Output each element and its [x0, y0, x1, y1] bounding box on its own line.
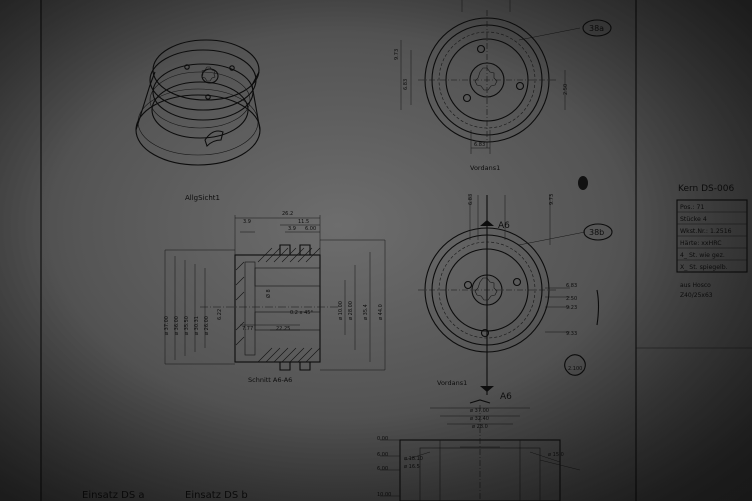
dim-b1: 6.83 [468, 194, 474, 205]
bot-dim-5: ø 16.5 [404, 464, 420, 470]
dim-a2: 6.83 [403, 79, 409, 90]
bot-dim-2: ø 32.40 [470, 416, 489, 422]
sec-dim-right-2: ø 28.00 [348, 301, 354, 320]
sec-dim-misc-4: 0.2 x 45° [290, 310, 313, 316]
title-block: Kern DS-006 Pos.: 71 Stücke 4 Wkst.Nr.: … [676, 184, 748, 299]
balloon-38a-text: 38a [589, 24, 604, 33]
sec-dim-misc-1: 6.22 [217, 309, 223, 320]
small-arrow [469, 399, 491, 404]
bot-left-1: 0.00 [377, 436, 388, 442]
sec-dim-top-2: 11.5 [298, 219, 309, 225]
bot-dim-6: ø 15.0 [548, 452, 564, 458]
dim-b4: 2.50 [566, 296, 577, 302]
sec-dim-top-1: 26.2 [282, 211, 293, 217]
dim-b5: 9.23 [566, 305, 577, 311]
title-block-row-3: Wkst.Nr.: 1.2516 [680, 228, 732, 235]
title-block-note-2: Z40/25x63 [680, 292, 713, 299]
bot-dim-4: ø 18.10 [404, 456, 423, 462]
sec-dim-left-4: ø 30.31 [194, 316, 200, 335]
front-view-b-label: Vordans1 [437, 379, 467, 387]
ink-spot [578, 176, 588, 190]
dim-b2: 9.73 [549, 194, 555, 205]
balloon-38b-text: 38b [589, 228, 604, 237]
title-block-row-2: Stücke 4 [680, 216, 707, 223]
bottom-label-right: Einsatz DS b [185, 490, 248, 501]
title-block-row-4: Härte: xxHRC [680, 240, 722, 247]
bot-left-3: 6.00 [377, 466, 388, 472]
section-view-label: Schnitt A6-A6 [248, 376, 292, 384]
bot-dim-3: ø 28.0 [472, 424, 488, 430]
sec-dim-right-4: ø 44.0 [378, 304, 384, 320]
section-view [164, 215, 386, 371]
dim-a3: 6.83 [474, 142, 485, 148]
sec-dim-misc-2: 7.77 [242, 326, 253, 332]
bot-left-4: 10.00 [377, 492, 391, 498]
iso-view [135, 39, 261, 166]
sec-dim-top-5: 6.00 [305, 226, 316, 232]
sec-dim-right-1: ø 10.00 [338, 301, 344, 320]
bottom-label-left: Einsatz DS a [82, 490, 144, 501]
cut-mark-top: A6 [498, 221, 510, 231]
sec-dim-right-3: ø 35.4 [363, 304, 369, 320]
title-block-note-1: aus Hosco [680, 282, 711, 289]
sec-dim-top-3: 3.9 [243, 219, 251, 225]
sec-dim-left-3: ø 35.50 [184, 316, 190, 335]
sec-dim-left-5: ø 26.00 [204, 316, 210, 335]
title-block-title: Kern DS-006 [678, 184, 734, 194]
detail-circle [564, 354, 586, 376]
sec-dim-misc-5: Ø 8 [265, 289, 272, 298]
detail-dim: 2.100 [568, 366, 582, 372]
sec-dim-left-1: ø 37.00 [164, 316, 170, 335]
dim-b6: 9.33 [566, 331, 577, 337]
bot-dim-1: ø 37.00 [470, 408, 489, 414]
front-view-a [400, 0, 581, 154]
title-block-row-5: 4_ St. wie gez. [680, 252, 725, 259]
dim-b3: 6.83 [566, 283, 577, 289]
front-view-a-label: Vordans1 [470, 164, 500, 172]
sec-dim-top-4: 3.9 [288, 226, 296, 232]
dim-a1: 9.73 [394, 49, 400, 60]
iso-view-label: AllgSicht1 [185, 194, 220, 202]
dim-a4: 2.50 [563, 84, 569, 95]
sec-dim-misc-3: 22.25 [276, 326, 290, 332]
sec-dim-left-2: ø 36.00 [174, 316, 180, 335]
title-block-row-1: Pos.: 71 [680, 204, 704, 211]
cut-mark-bottom: A6 [500, 392, 512, 402]
title-block-row-6: X_ St. spiegelb. [680, 264, 728, 271]
detail-mark [596, 289, 600, 326]
bot-left-2: 6.00 [377, 452, 388, 458]
